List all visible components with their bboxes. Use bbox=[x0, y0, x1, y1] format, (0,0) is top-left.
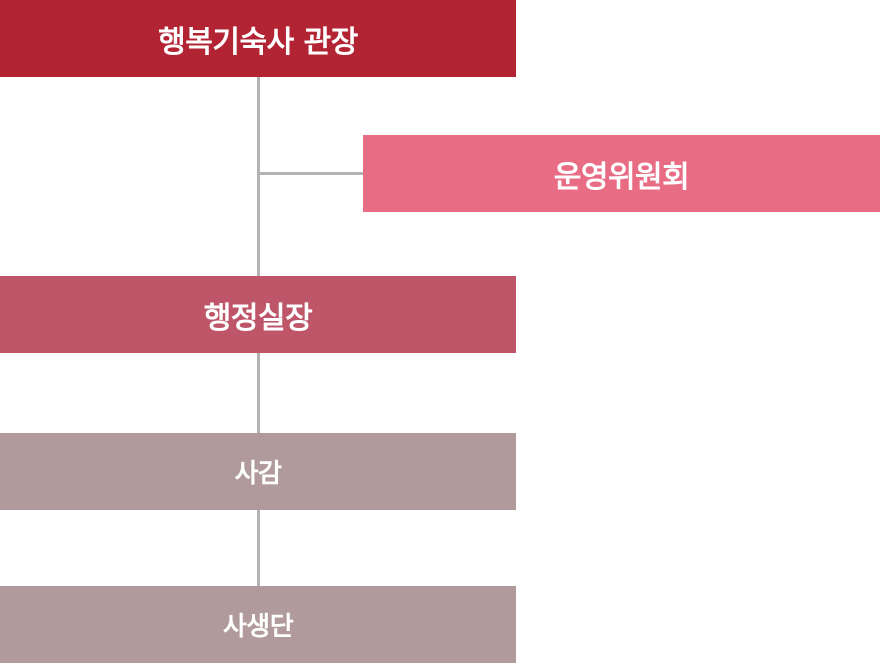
supervisor-label: 사감 bbox=[234, 459, 282, 489]
connector-director-admin bbox=[257, 77, 260, 276]
director-label: 행복기숙사 관장 bbox=[158, 24, 358, 60]
connector-committee-branch bbox=[257, 172, 363, 175]
committee-box: 운영위원회 bbox=[363, 135, 880, 212]
student-group-label: 사생단 bbox=[222, 612, 294, 642]
supervisor-box: 사감 bbox=[0, 433, 516, 510]
director-box: 행복기숙사 관장 bbox=[0, 0, 516, 77]
connector-supervisor-student-group bbox=[257, 510, 260, 586]
student-group-box: 사생단 bbox=[0, 586, 516, 663]
admin-office-label: 행정실장 bbox=[203, 300, 313, 336]
connector-admin-supervisor bbox=[257, 353, 260, 433]
committee-label: 운영위원회 bbox=[553, 159, 690, 195]
admin-office-box: 행정실장 bbox=[0, 276, 516, 353]
